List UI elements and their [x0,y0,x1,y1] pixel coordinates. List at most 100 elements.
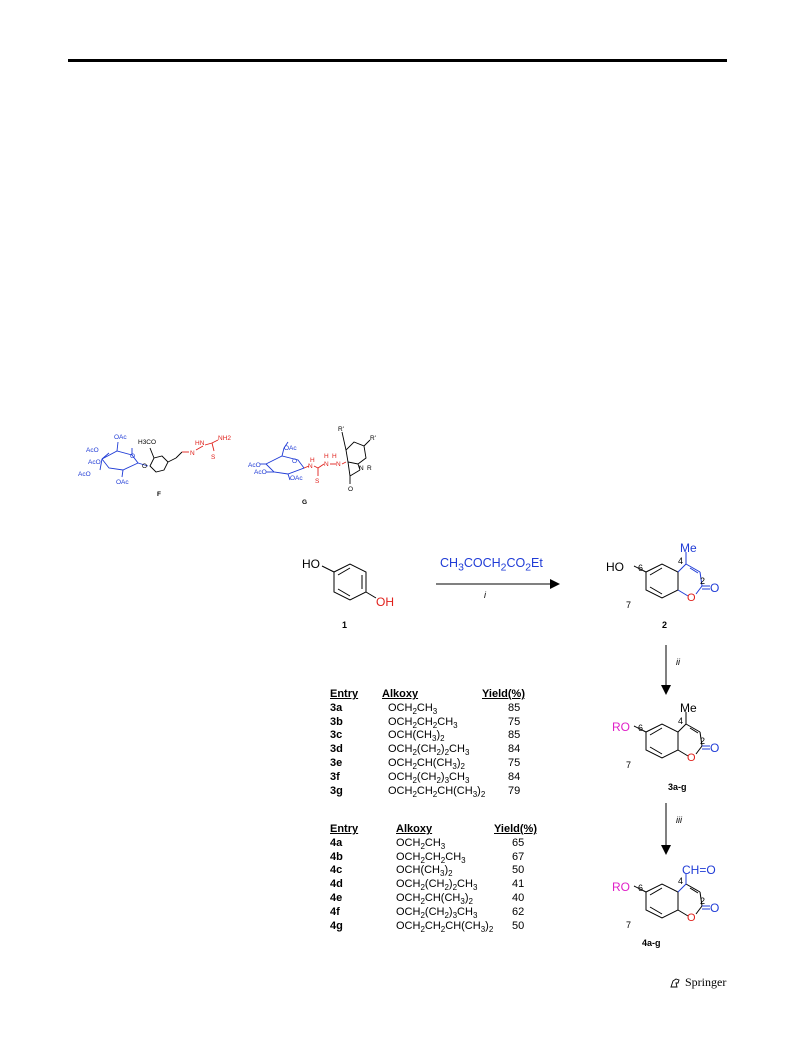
c4-pos7: 7 [626,920,631,930]
c4-pos6: 6 [638,883,643,893]
entry-cell: 4b [330,850,343,863]
entry-cell: 4a [330,836,343,849]
g-group-11: H [332,453,337,460]
c2-o-carbonyl: O [710,581,719,595]
yield-cell: 84 [508,743,521,756]
alkoxy-cell: OCH2CH3 [388,701,438,716]
yield-cell: 40 [512,891,525,904]
alkoxy-cell: OCH2(CH2)2CH3 [396,878,478,893]
header-rule [68,59,727,62]
table-row: 3d OCH2(CH2)2CH3 84 [330,743,560,757]
publisher-name: Springer [685,975,727,989]
f-group-8: H3CO [138,439,156,446]
f-group-1: AcO [86,447,99,454]
f-group-5: AcO [88,459,101,466]
c2-me: Me [680,541,697,555]
table-row: 4b OCH2CH2CH3 67 [330,851,560,865]
compound-f-structure: AcO OAc AcO OAc AcO O O H3CO HN N NH2 S … [78,434,231,498]
f-group-9: HN [195,440,205,447]
alkoxy-cell: OCH2CH2CH3 [388,715,458,730]
compound-2-label: 2 [662,620,667,630]
c4-o-carbonyl: O [710,901,719,915]
compound-4-label: 4a-g [642,938,661,948]
g-group-14: N [359,465,364,472]
compound-2-structure: Me HO 6 4 7 2 O O 2 [606,541,719,630]
table-3-header: Entry Alkoxy Yield(%) [330,688,560,702]
compound-1-label: 1 [342,620,347,630]
yield-cell: 84 [508,770,521,783]
alkoxy-cell: OCH2CH2CH(CH3)2 [396,919,494,934]
f-group-7: O [142,463,147,470]
g-group-16: S [315,478,320,485]
yield-cell: 67 [512,850,525,863]
yield-cell: 85 [508,701,521,714]
c3-o-carbonyl: O [710,741,719,755]
c1-ho: HO [302,557,320,571]
c3-pos6: 6 [638,723,643,733]
c2-o-ring: O [687,592,696,604]
step-i-label: i [484,590,486,600]
yield-cell: 65 [512,836,525,849]
alkoxy-cell: OCH2(CH2)2CH3 [388,743,470,758]
table-4-header-alkoxy: Alkoxy [396,823,433,835]
yield-cell: 75 [508,756,521,769]
g-group-12: N [324,461,329,468]
alkoxy-cell: OCH2CH2CH3 [396,850,466,865]
table-3-header-alkoxy: Alkoxy [382,688,419,700]
yield-cell: 62 [512,905,525,918]
entry-cell: 3d [330,743,343,756]
springer-horse-icon [670,978,680,987]
table-3-header-entry: Entry [330,688,359,700]
yield-cell: 50 [512,919,525,932]
f-group-11: NH2 [218,435,231,442]
table-4-header-yield: Yield(%) [494,823,537,835]
c3-o-ring: O [687,752,696,764]
entry-cell: 3e [330,756,343,769]
entry-cell: 3g [330,784,343,797]
table-row: 3b OCH2CH2CH3 75 [330,716,560,730]
alkoxy-cell: OCH2(CH2)3CH3 [396,905,478,920]
g-group-1: R' [338,426,344,433]
g-group-5: AcO [254,469,267,476]
entry-cell: 4d [330,878,343,891]
yield-cell: 75 [508,715,521,728]
c2-pos7: 7 [626,600,631,610]
c3-me: Me [680,701,697,715]
reaction-arrow-iii [661,803,671,855]
yield-cell: 41 [512,878,525,891]
c4-ro: RO [612,880,630,894]
compound-g-structure: R' R' OAc AcO AcO OAc O N H H H N N N R … [248,426,376,506]
c4-o-ring: O [687,912,696,924]
c2-pos4: 4 [678,556,683,566]
compound-1-structure: HO OH 1 [302,557,394,630]
compound-4-structure: CH=O RO 6 4 7 2 O O 4a-g [612,863,719,948]
g-group-4: AcO [248,462,261,469]
f-group-12: S [211,454,216,461]
entry-cell: 4e [330,891,343,904]
yield-cell: 50 [512,864,525,877]
yield-cell: 79 [508,784,521,797]
c4-cho: CH=O [682,863,716,877]
c3-pos4: 4 [678,716,683,726]
f-group-3: AcO [78,471,91,478]
table-4-header: Entry Alkoxy Yield(%) [330,823,560,837]
entry-cell: 3f [330,770,340,783]
compound-3-structure: Me RO 6 4 7 2 O O 3a-g [612,701,719,792]
alkoxy-cell: OCH2CH3 [396,836,446,851]
entry-cell: 3b [330,715,343,728]
reagent-text: CH3COCH2CO2Et [440,556,543,574]
c3-pos7: 7 [626,760,631,770]
c4-pos2: 2 [700,896,705,906]
entry-cell: 3c [330,729,343,742]
entry-cell: 4c [330,864,343,877]
